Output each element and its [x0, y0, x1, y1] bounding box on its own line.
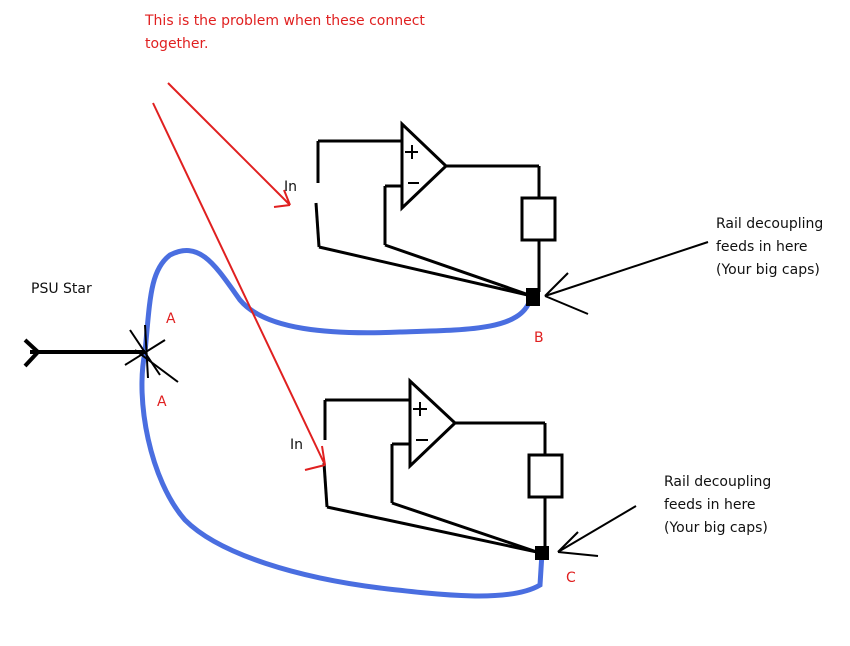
node-c-point: [535, 546, 549, 560]
rail-note-lower-line1: Rail decoupling: [664, 474, 772, 490]
node-a-lower-label: A: [157, 394, 167, 410]
resistor-lower: [527, 453, 564, 499]
node-a-upper-label: A: [166, 311, 176, 327]
opamp-lower: [408, 377, 458, 470]
upper-circuit: [314, 120, 557, 298]
rail-arrow-upper: [544, 241, 709, 315]
problem-arrow-lower: [152, 102, 326, 471]
resistor-upper: [520, 196, 557, 242]
problem-arrow-upper: [167, 82, 291, 208]
problem-note-line2: together.: [145, 36, 209, 52]
problem-note-line1: This is the problem when these connect: [145, 13, 425, 29]
rail-note-upper-line2: feeds in here: [716, 239, 808, 255]
rail-note-upper-line1: Rail decoupling: [716, 216, 824, 232]
ground-return-lower: [139, 349, 545, 599]
rail-note-lower-line2: feeds in here: [664, 497, 756, 513]
lower-circuit: [322, 377, 564, 554]
input-label-lower: In: [290, 437, 304, 453]
rail-note-upper-line3: (Your big caps): [716, 262, 820, 278]
psu-star-symbol: [23, 324, 179, 383]
node-b-label: B: [534, 330, 544, 346]
rail-note-lower-line3: (Your big caps): [664, 520, 768, 536]
rail-arrow-lower: [557, 505, 637, 557]
node-c-label: C: [566, 570, 576, 586]
opamp-upper: [400, 120, 449, 212]
input-label-upper: In: [284, 179, 298, 195]
psu-star-label: PSU Star: [31, 281, 92, 297]
node-b-point: [526, 288, 540, 306]
ground-return-upper: [142, 248, 533, 355]
